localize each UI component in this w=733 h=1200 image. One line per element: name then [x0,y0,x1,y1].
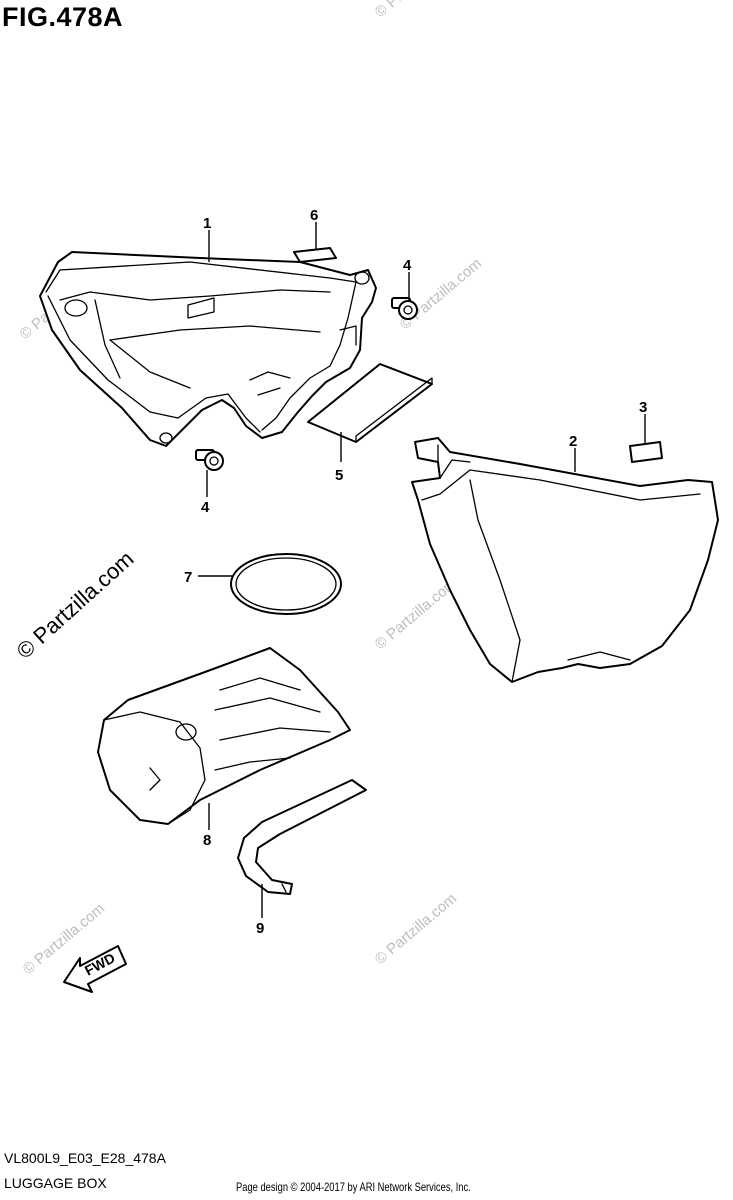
callout-4-lower[interactable]: 4 [201,499,210,516]
part-8-tool-bag[interactable] [97,647,351,825]
callout-2[interactable]: 2 [569,433,577,450]
watermark: © Partzilla.com [372,575,460,653]
part-5-mat[interactable] [307,363,433,443]
watermark: © Partzilla.com [372,890,460,968]
callout-5[interactable]: 5 [335,467,343,484]
leader-lines [198,222,646,918]
part-3-clip[interactable] [629,441,663,463]
callout-3[interactable]: 3 [639,399,647,416]
fwd-arrow: FWD [63,945,127,993]
diagram-code: VL800L9_E03_E28_478A [4,1150,166,1166]
callout-9[interactable]: 9 [256,920,264,937]
callouts: 1 2 3 4 4 5 6 7 8 9 [184,207,647,937]
callout-4-upper[interactable]: 4 [403,257,412,274]
figure-title: FIG.478A [2,2,124,32]
callout-1[interactable]: 1 [203,215,211,232]
callout-6[interactable]: 6 [310,207,318,224]
watermark-large: © Partzilla.com [12,546,139,664]
part-1-luggage-box[interactable] [39,251,377,447]
part-6-pad[interactable] [293,247,337,263]
part-9-hex-wrench[interactable] [237,779,367,895]
part-2-frame-cover[interactable] [411,437,719,683]
part-4-bolt-lower[interactable] [195,449,224,471]
callout-8[interactable]: 8 [203,832,211,849]
section-name: LUGGAGE BOX [4,1175,107,1191]
callout-7[interactable]: 7 [184,569,192,586]
watermark: © Partzilla.com [372,0,460,21]
part-4-bolt-upper[interactable] [391,297,418,320]
copyright-footer: Page design © 2004-2017 by ARI Network S… [236,1180,471,1194]
part-7-o-ring[interactable] [230,553,342,615]
